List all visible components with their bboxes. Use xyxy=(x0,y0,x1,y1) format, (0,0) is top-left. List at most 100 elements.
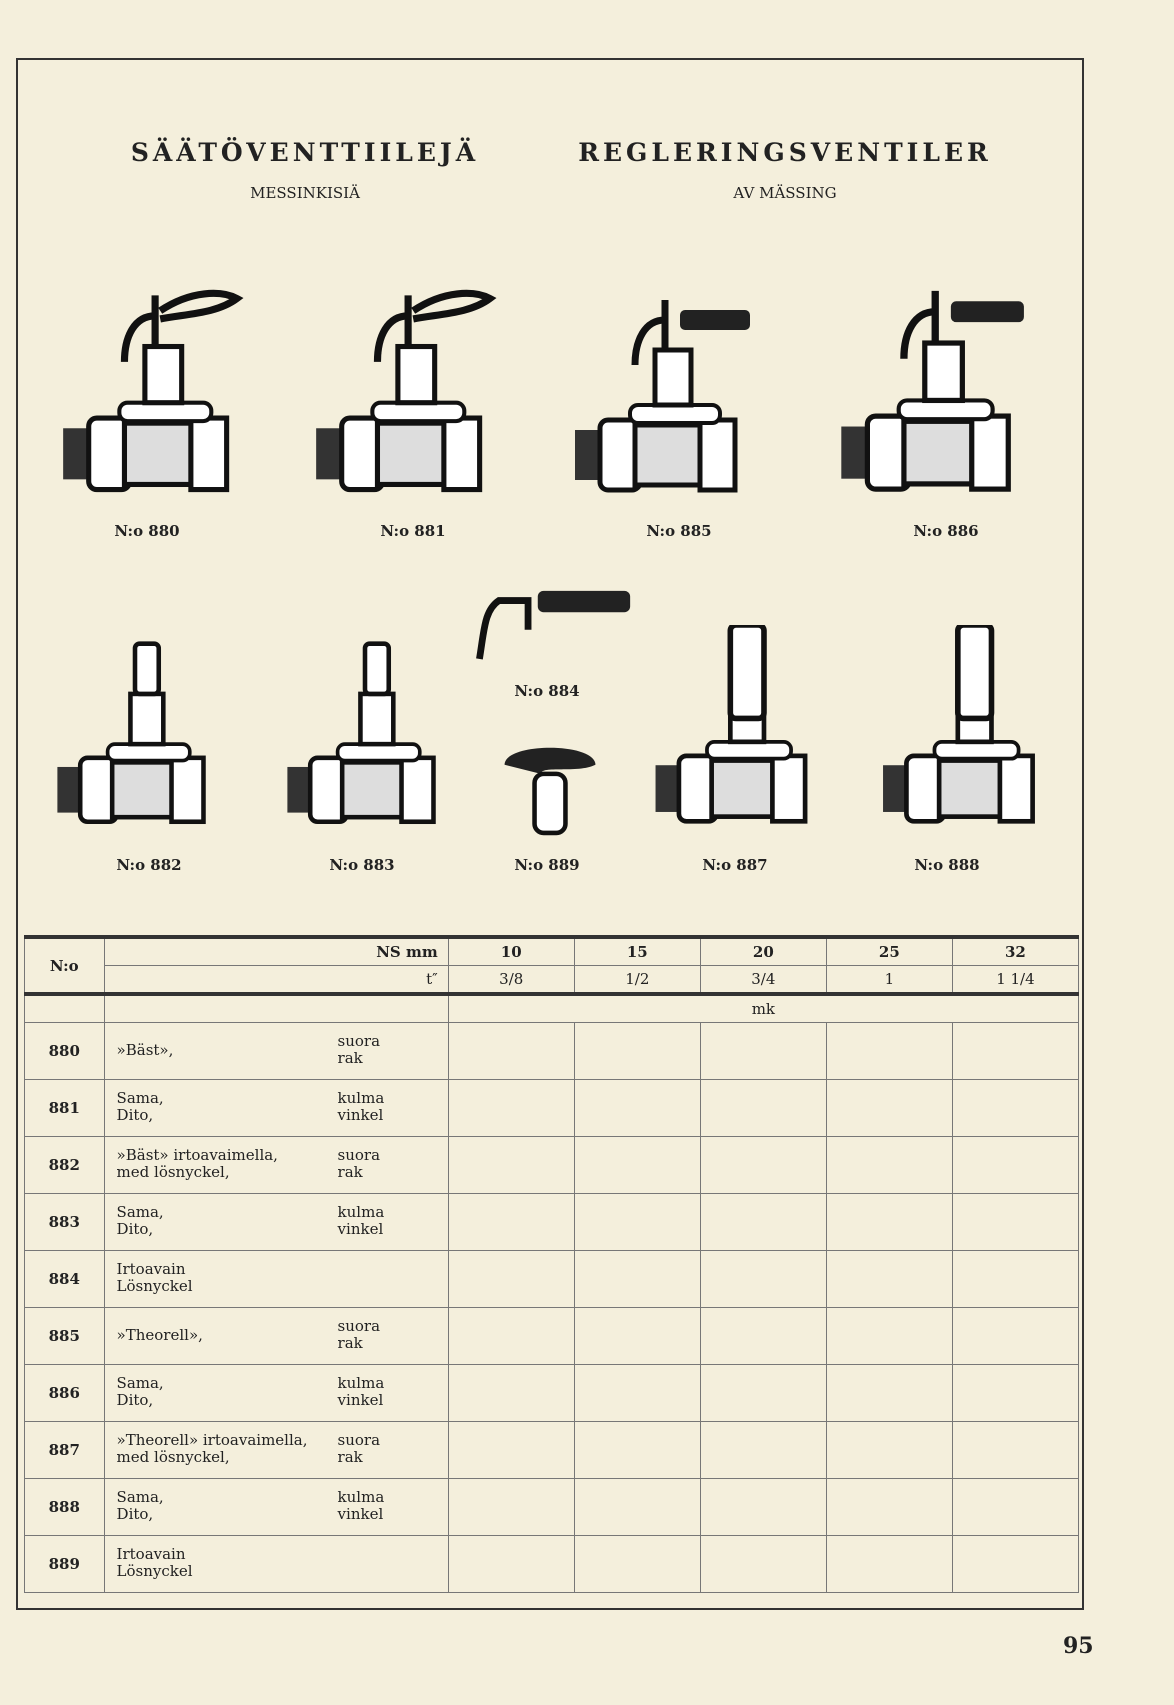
product-label: N:o 888 xyxy=(914,856,980,874)
desc-line-2: Dito, xyxy=(116,1391,154,1409)
item-number: 886 xyxy=(24,1364,105,1422)
valve-888-image xyxy=(875,625,1050,840)
price-cell xyxy=(573,1364,701,1422)
type-sv: rak xyxy=(337,1448,363,1466)
price-cell xyxy=(951,1364,1080,1422)
price-cell xyxy=(825,1079,953,1137)
price-cell xyxy=(447,1421,575,1479)
valve-882-image xyxy=(45,630,225,840)
product-label: N:o 887 xyxy=(702,856,768,874)
subtitle-swedish: AV MÄSSING xyxy=(733,184,837,202)
item-number: 889 xyxy=(24,1535,105,1593)
size-mm: 15 xyxy=(573,935,701,966)
price-cell xyxy=(951,1079,1080,1137)
price-cell xyxy=(825,1136,953,1194)
type-sv: vinkel xyxy=(337,1391,384,1409)
valve-885-image xyxy=(555,280,765,510)
size-mm: 10 xyxy=(447,935,575,966)
price-cell xyxy=(573,1136,701,1194)
price-cell xyxy=(699,1079,827,1137)
price-cell xyxy=(699,1421,827,1479)
item-number: 882 xyxy=(24,1136,105,1194)
subtitle-finnish: MESSINKISIÄ xyxy=(250,184,360,202)
unit-row: mk xyxy=(24,992,1080,1023)
price-cell xyxy=(951,1478,1080,1536)
desc-line-2: Lösnyckel xyxy=(116,1277,193,1295)
price-cell xyxy=(573,1022,701,1080)
price-cell xyxy=(951,1250,1080,1308)
table-row: 882 »Bäst» irtoavaimella,med lösnyckel, … xyxy=(24,1136,1080,1194)
price-cell xyxy=(447,1022,575,1080)
type-fi: kulma xyxy=(337,1203,385,1221)
desc-line-2: Dito, xyxy=(116,1220,154,1238)
item-number: 888 xyxy=(24,1478,105,1536)
price-cell xyxy=(447,1307,575,1365)
price-cell xyxy=(699,1136,827,1194)
desc-line-2: Dito, xyxy=(116,1106,154,1124)
item-number: 881 xyxy=(24,1079,105,1137)
desc-line-2: Dito, xyxy=(116,1505,154,1523)
price-cell xyxy=(825,1250,953,1308)
item-number: 883 xyxy=(24,1193,105,1251)
price-cell xyxy=(699,1535,827,1593)
desc-line-1: »Bäst», xyxy=(116,1041,174,1059)
price-cell xyxy=(825,1193,953,1251)
col-no-header: N:o xyxy=(24,935,105,995)
price-cell xyxy=(573,1478,701,1536)
type-fi: suora xyxy=(337,1431,381,1449)
price-cell xyxy=(951,1022,1080,1080)
product-label: N:o 886 xyxy=(913,522,979,540)
type-sv: rak xyxy=(337,1163,363,1181)
desc-line-1: Sama, xyxy=(116,1089,164,1107)
size-inch: 1/2 xyxy=(573,965,701,995)
size-mm: 32 xyxy=(951,935,1080,966)
valve-881-image xyxy=(298,275,508,510)
product-label: N:o 889 xyxy=(514,856,580,874)
page-frame xyxy=(16,58,1084,1610)
price-cell xyxy=(825,1364,953,1422)
price-cell xyxy=(573,1421,701,1479)
product-label: N:o 882 xyxy=(116,856,182,874)
price-cell xyxy=(573,1193,701,1251)
inch-label: t″ xyxy=(103,965,449,995)
valve-880-image xyxy=(45,275,255,510)
price-cell xyxy=(951,1136,1080,1194)
item-number: 887 xyxy=(24,1421,105,1479)
product-label: N:o 885 xyxy=(646,522,712,540)
desc-line-1: Sama, xyxy=(116,1488,164,1506)
size-mm: 20 xyxy=(699,935,827,966)
price-cell xyxy=(951,1307,1080,1365)
desc-line-2: med lösnyckel, xyxy=(116,1163,230,1181)
price-cell xyxy=(699,1250,827,1308)
type-fi: suora xyxy=(337,1032,381,1050)
type-sv: rak xyxy=(337,1049,363,1067)
valve-883-image xyxy=(275,630,455,840)
item-number: 880 xyxy=(24,1022,105,1080)
price-cell xyxy=(825,1421,953,1479)
unit-label: mk xyxy=(447,992,1080,1023)
price-cell xyxy=(825,1478,953,1536)
key-884-image xyxy=(460,575,635,665)
key-889-image xyxy=(500,735,600,840)
size-inch: 3/4 xyxy=(699,965,827,995)
price-cell xyxy=(447,1079,575,1137)
page-number: 95 xyxy=(1063,1633,1094,1659)
price-cell xyxy=(573,1250,701,1308)
type-fi: suora xyxy=(337,1317,381,1335)
price-cell xyxy=(573,1535,701,1593)
title-finnish: SÄÄTÖVENTTIILEJÄ xyxy=(130,138,480,167)
price-cell xyxy=(447,1478,575,1536)
desc-line-1: Irtoavain xyxy=(116,1260,186,1278)
type-fi: kulma xyxy=(337,1374,385,1392)
